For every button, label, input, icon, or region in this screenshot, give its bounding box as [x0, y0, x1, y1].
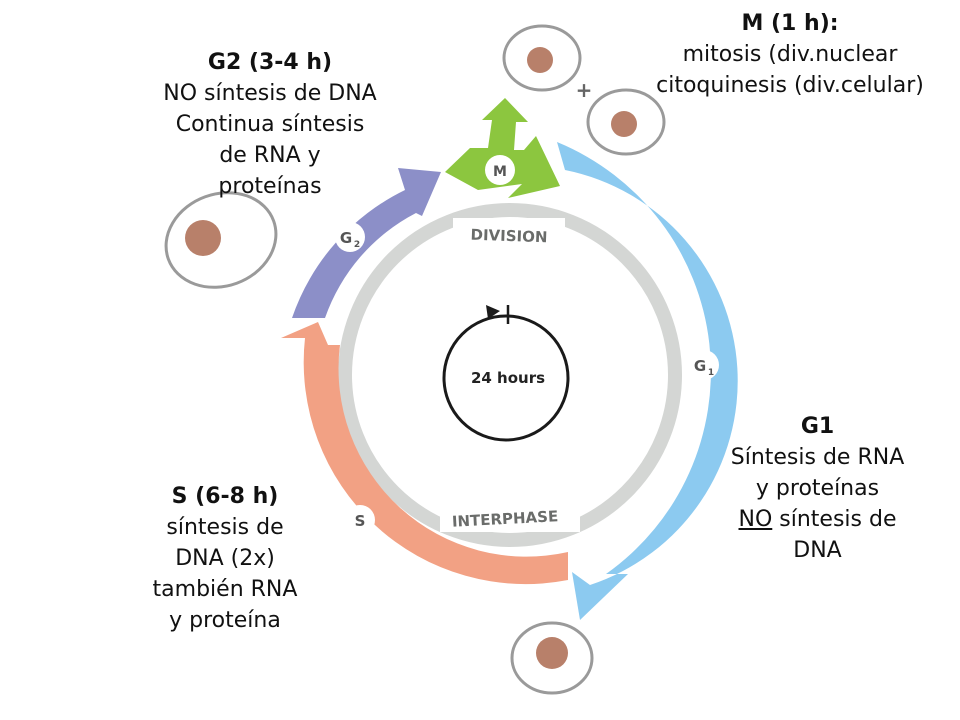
g2-badge [335, 222, 365, 252]
g1-line-2: y proteínas [755, 476, 880, 501]
s-phase-arc [281, 322, 568, 585]
s-line-2: DNA (2x) [175, 546, 275, 571]
s-badge [345, 505, 375, 535]
m-line-1: mitosis (div.nuclear [682, 42, 898, 67]
m-line-2: citoquinesis (div.celular) [656, 73, 924, 98]
g2-cell [164, 191, 278, 289]
daughter-cell-1 [502, 24, 582, 92]
g1-line-3-rest: síntesis de [772, 507, 897, 532]
daughter-cell-2 [586, 88, 666, 156]
g2-phase-arc [292, 168, 441, 318]
g1-badge-sub: 1 [708, 368, 714, 378]
interphase-gap [440, 502, 580, 532]
s-badge-label: S [355, 512, 366, 530]
g2-badge-label: G [340, 229, 352, 247]
m-title: M (1 h): [741, 11, 839, 36]
g1-no-underlined: NO [738, 507, 773, 532]
division-label: DIVISION [470, 226, 548, 247]
g1-line-3: NO síntesis de [690, 504, 945, 535]
g1-badge-label: G [694, 357, 706, 375]
g1-phase-arc [557, 142, 738, 620]
clock-arrow-icon [486, 305, 500, 319]
plus-sign: + [576, 78, 593, 102]
g2-line-3: de RNA y [219, 143, 321, 168]
s-phase-description: S (6-8 h) síntesis de DNA (2x) también R… [95, 481, 355, 636]
s-line-1: síntesis de [166, 515, 284, 540]
g1-line-1: Síntesis de RNA [730, 445, 905, 470]
inner-ring [338, 203, 682, 547]
g2-line-1: NO síntesis de DNA [163, 81, 377, 106]
division-gap [453, 218, 565, 246]
s-line-3: también RNA [152, 577, 298, 602]
g1-line-4: DNA [793, 538, 842, 563]
g2-line-4: proteínas [218, 174, 322, 199]
g1-badge [689, 350, 719, 380]
g2-phase-description: G2 (3-4 h) NO síntesis de DNA Continua s… [120, 47, 420, 202]
m-phase-description: M (1 h): mitosis (div.nuclear citoquines… [625, 8, 955, 101]
g1-phase-description: G1 Síntesis de RNA y proteínas NO síntes… [690, 411, 945, 566]
g2-title: G2 (3-4 h) [207, 50, 333, 75]
g2-line-2: Continua síntesis [175, 112, 365, 137]
g1-title: G1 [800, 414, 835, 439]
s-line-4: y proteína [169, 608, 281, 633]
m-badge [485, 155, 515, 185]
g2-badge-sub: 2 [354, 240, 360, 250]
center-label: 24 hours [471, 369, 545, 387]
s-title: S (6-8 h) [171, 484, 279, 509]
clock-circle [442, 314, 570, 442]
m-badge-label: M [493, 164, 507, 180]
interphase-label: INTERPHASE [451, 507, 558, 531]
g1-cell [510, 621, 594, 695]
m-phase-arrow [445, 98, 560, 198]
